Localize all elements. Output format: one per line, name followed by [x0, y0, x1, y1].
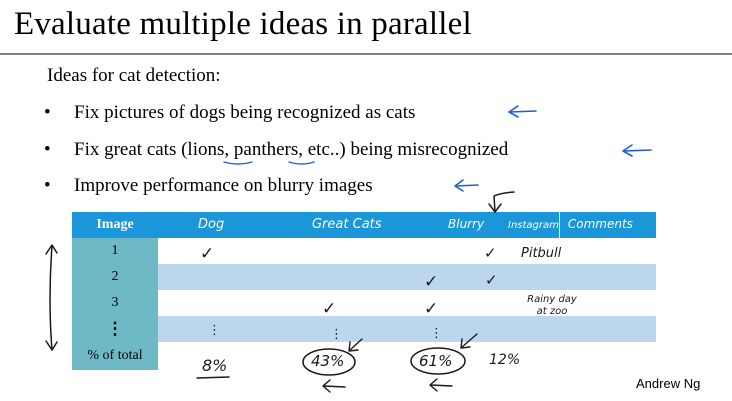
subtitle: Ideas for cat detection: [47, 65, 221, 86]
check-mark: ✓ [484, 244, 497, 262]
bullet-dot: • [44, 139, 51, 160]
total-dog: 8% [202, 356, 228, 375]
check-mark: ✓ [200, 244, 215, 264]
down-arrow-icon [488, 191, 515, 213]
title-divider [0, 53, 732, 55]
author-credit: Andrew Ng [636, 376, 701, 391]
image-cell: 1 [72, 238, 158, 264]
left-arrow-icon [454, 179, 479, 192]
left-arrow-icon [622, 144, 652, 157]
total-row: % of total [72, 342, 656, 370]
total-blurry: 61% [419, 352, 453, 370]
panthers-underline [288, 161, 315, 165]
table-row: 1 [72, 238, 656, 264]
total-instagram: 12% [489, 352, 521, 368]
left-arrow-icon [508, 105, 537, 118]
dog-total-underline [196, 376, 230, 379]
table-row: ⋮ [72, 316, 656, 342]
image-cell: 3 [72, 290, 158, 316]
idea-item: • Fix great cats (lions, panthers, etc..)… [44, 138, 508, 162]
table-row: 2 [72, 264, 656, 290]
error-analysis-table: Image Dog Great Cats Blurry Instagram Co… [72, 212, 656, 370]
left-arrow-icon [429, 378, 453, 392]
lions-underline [223, 161, 253, 165]
header-comments: Comments [558, 212, 656, 238]
header-blurry: Blurry [446, 212, 508, 238]
check-mark: ✓ [424, 299, 439, 319]
left-arrow-icon [322, 379, 346, 393]
header-instagram: Instagram [508, 212, 560, 238]
ellipsis-mark: ⋮ [330, 327, 343, 342]
slide-title: Evaluate multiple ideas in parallel [14, 6, 472, 42]
comment-rainy-day: Rainy day at zoo [527, 294, 577, 317]
bullet-dot: • [44, 102, 51, 123]
check-mark: ✓ [485, 271, 498, 289]
header-dog: Dog [158, 212, 308, 238]
idea-item: • Fix pictures of dogs being recognized a… [44, 101, 415, 125]
idea-text: Fix great cats (lions, panthers, etc..) … [74, 139, 509, 160]
ellipsis-mark: ⋮ [208, 323, 221, 338]
bullet-dot: • [44, 175, 51, 196]
ellipsis-mark: ⋮ [430, 326, 443, 341]
image-cell: ⋮ [72, 316, 158, 342]
check-mark: ✓ [322, 299, 337, 319]
comment-pitbull: Pitbull [521, 246, 562, 261]
idea-text: Fix pictures of dogs being recognized as… [74, 102, 416, 123]
table-row: 3 [72, 290, 656, 316]
header-image: Image [72, 212, 158, 238]
total-great-cats: 43% [311, 352, 345, 370]
idea-text: Improve performance on blurry images [74, 175, 373, 196]
check-mark: ✓ [424, 272, 439, 292]
idea-item: • Improve performance on blurry images [44, 174, 373, 198]
table-header-row: Image Dog Great Cats Blurry Instagram Co… [72, 212, 656, 238]
header-great-cats: Great Cats [308, 212, 446, 238]
image-cell: 2 [72, 264, 158, 290]
vertical-double-arrow-icon [45, 244, 58, 351]
total-label: % of total [72, 342, 158, 370]
